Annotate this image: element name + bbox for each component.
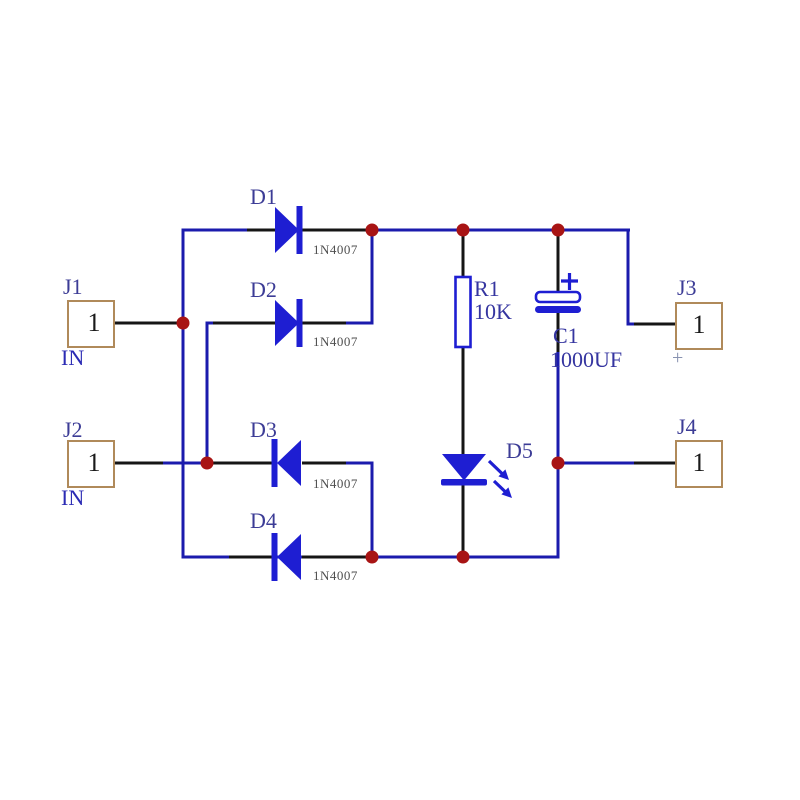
r1-value: 10K: [474, 299, 512, 324]
d5-designator: D5: [506, 438, 533, 463]
junction-dot: [200, 456, 214, 470]
d5-emission-arrow-icon: [492, 479, 507, 493]
j4-connector-box: [675, 440, 723, 488]
junction-dot: [456, 550, 470, 564]
c1-value: 1000UF: [550, 347, 623, 372]
d4-cathode-bar: [271, 533, 278, 581]
j2-connector-box: [67, 440, 115, 488]
d4-part-number: 1N4007: [313, 568, 358, 583]
j3-designator: J3: [677, 275, 697, 300]
d3-part-number: 1N4007: [313, 476, 358, 491]
d4-designator: D4: [250, 508, 277, 533]
j3-pin-number: 1: [692, 310, 706, 339]
d1-part-number: 1N4007: [313, 242, 358, 257]
d5-emission-arrowhead-icon: [498, 469, 509, 480]
j2-pin-number: 1: [87, 448, 101, 477]
d1-designator: D1: [250, 184, 277, 209]
j1-designator: J1: [63, 274, 83, 299]
junction-dot: [176, 316, 190, 330]
j1-connector-box: [67, 300, 115, 348]
j2-sublabel: IN: [61, 485, 85, 510]
d2-cathode-bar: [296, 299, 303, 347]
junction-dot: [456, 223, 470, 237]
j3-connector-box: [675, 302, 723, 350]
j2-designator: J2: [63, 417, 83, 442]
d5-emission-arrowhead-icon: [501, 487, 512, 498]
c1-designator: C1: [553, 323, 579, 348]
j1-pin-number: 1: [87, 308, 101, 337]
d3-cathode-bar: [271, 439, 278, 487]
junction-dot: [551, 223, 565, 237]
junction-dot: [365, 223, 379, 237]
d3-diode-icon: [277, 440, 301, 486]
d2-diode-icon: [275, 300, 299, 346]
d5-led-icon: [442, 454, 486, 481]
junction-dot: [365, 550, 379, 564]
j4-pin-number: 1: [692, 448, 706, 477]
d5-cathode-bar: [441, 479, 487, 486]
junction-dot: [551, 456, 565, 470]
d3-designator: D3: [250, 417, 277, 442]
d2-designator: D2: [250, 277, 277, 302]
c1-top-plate: [534, 290, 582, 304]
d1-diode-icon: [275, 207, 299, 253]
j1-sublabel: IN: [61, 345, 85, 370]
r1-designator: R1: [474, 276, 500, 301]
d1-cathode-bar: [296, 206, 303, 254]
d4-diode-icon: [277, 534, 301, 580]
j4-designator: J4: [677, 414, 697, 439]
r1-resistor-body: [454, 275, 472, 349]
c1-bottom-plate: [535, 306, 581, 313]
d2-part-number: 1N4007: [313, 334, 358, 349]
d5-emission-arrow-icon: [487, 459, 504, 475]
j3-sublabel: +: [672, 347, 684, 369]
